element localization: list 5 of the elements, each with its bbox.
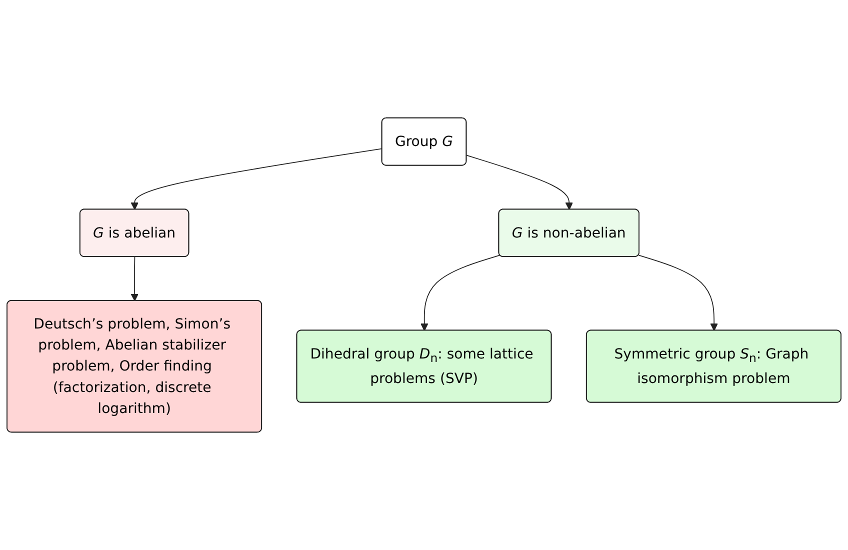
arrow	[638, 254, 718, 332]
arrow	[130, 256, 138, 302]
arrow	[466, 154, 573, 210]
arrow	[420, 254, 500, 332]
arrow	[130, 148, 383, 210]
